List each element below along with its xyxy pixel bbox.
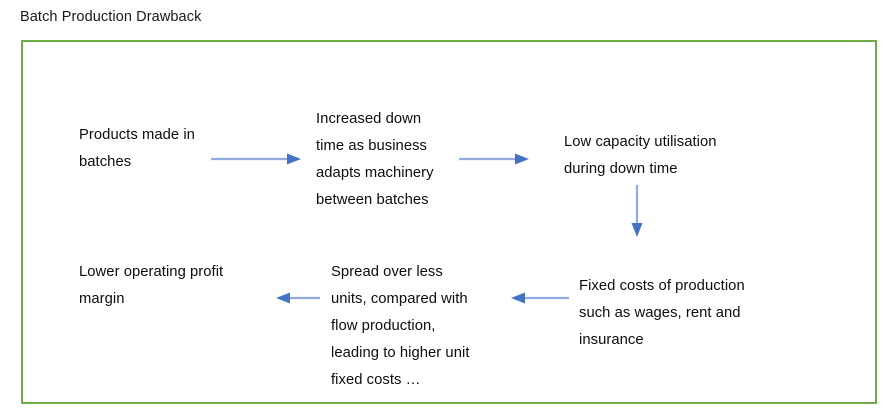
arrow-right-icon-downtime-to-lowcapacity: [459, 152, 531, 166]
node-lower-operating-profit-margin: Lower operating profit margin: [79, 264, 224, 307]
diagram-frame: Products made in batches Increased down …: [21, 40, 877, 404]
arrow-down-icon-lowcapacity-to-fixedcosts: [630, 185, 644, 239]
node-fixed-costs-of-production: Fixed costs of production such as wages,…: [579, 278, 745, 348]
node-low-capacity-utilisation: Low capacity utilisation during down tim…: [564, 134, 717, 177]
node-spread-over-less-units: Spread over less units, compared with fl…: [331, 264, 470, 388]
page-title: Batch Production Drawback: [20, 9, 202, 25]
arrow-left-icon-spread-to-lowermargin: [274, 291, 320, 305]
node-products-made-in-batches: Products made in batches: [79, 127, 195, 170]
node-increased-down-time: Increased down time as business adapts m…: [316, 111, 434, 208]
arrow-right-icon-products-to-downtime: [211, 152, 303, 166]
arrow-left-icon-fixedcosts-to-spread: [509, 291, 569, 305]
